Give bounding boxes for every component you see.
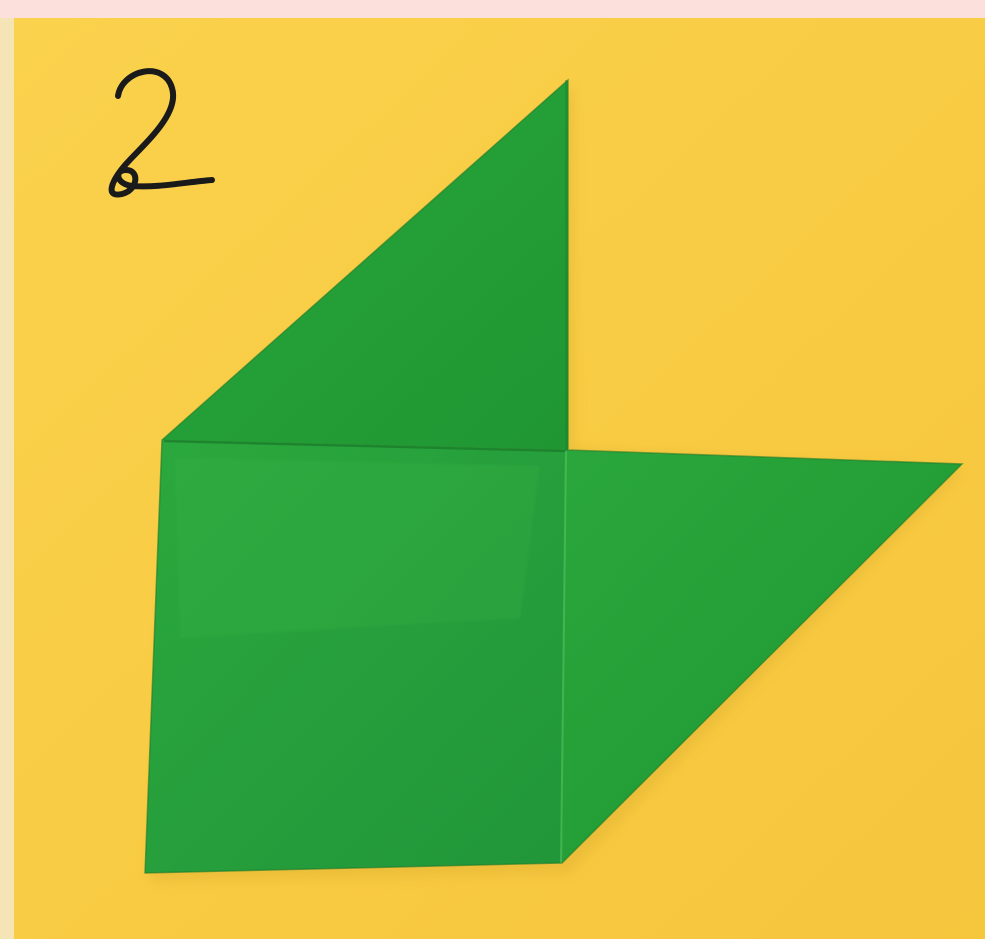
paper-highlight: [175, 458, 540, 638]
handwritten-step-number: [86, 52, 236, 202]
left-edge-strip: [0, 18, 14, 939]
